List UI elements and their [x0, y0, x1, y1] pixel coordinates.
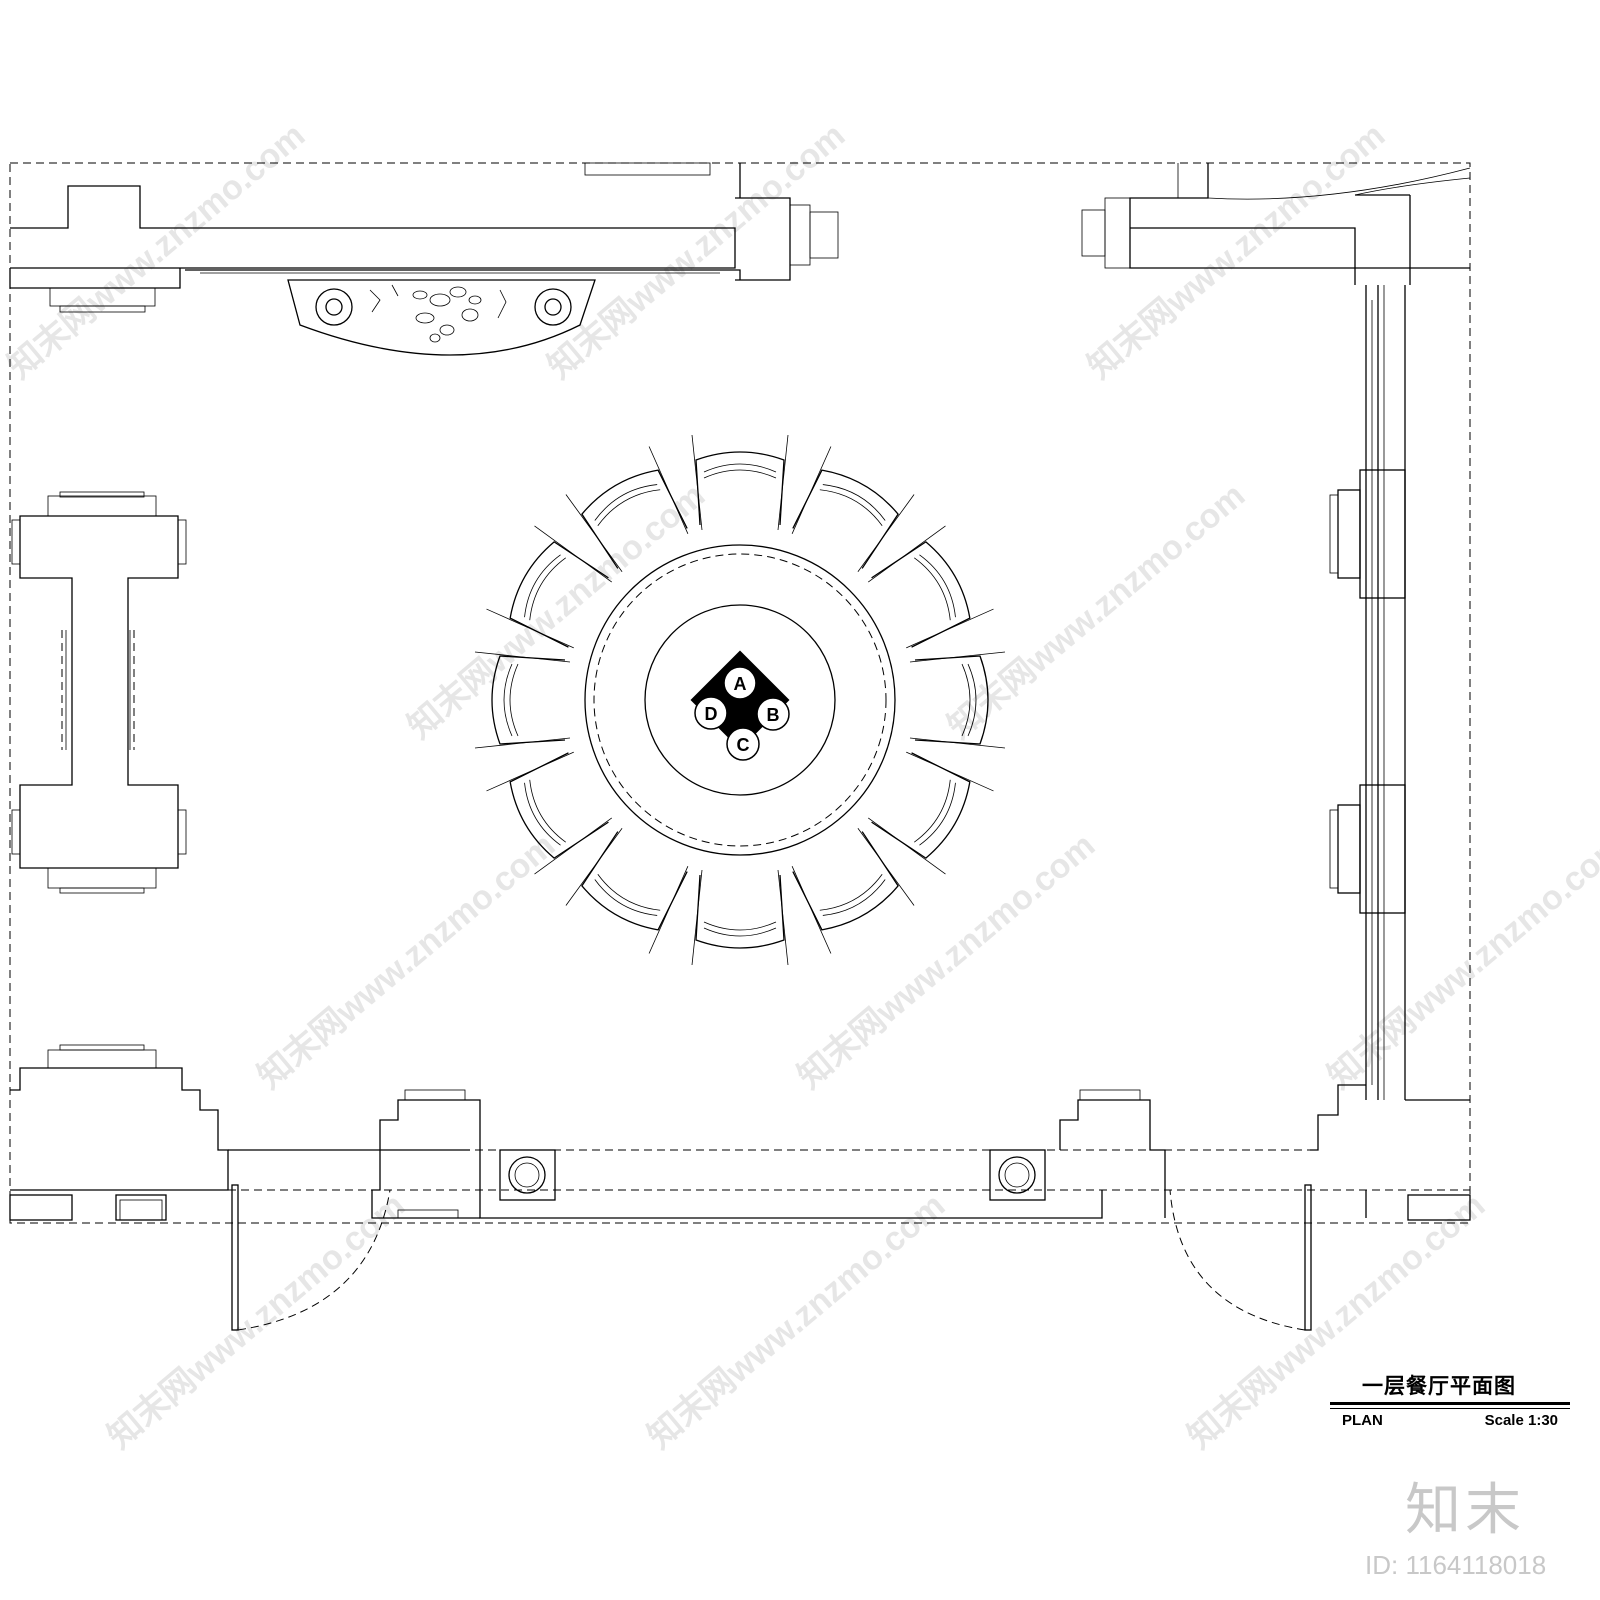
- watermark-text: 知末网www.znzmo.com: [791, 826, 1102, 1096]
- bottom-wall: [9, 1044, 1471, 1331]
- table-top: [584, 544, 896, 856]
- dining-chair: [486, 525, 613, 649]
- dining-chair: [791, 827, 915, 954]
- dining-chair: [909, 651, 1006, 749]
- left-sideboard: [11, 491, 187, 894]
- drawing-title: 一层餐厅平面图: [1362, 1375, 1516, 1398]
- watermark-id: ID: 1164118018: [1365, 1550, 1547, 1580]
- dining-chair: [867, 751, 994, 875]
- right-wall: [1329, 285, 1470, 1101]
- zone-a-circle: [723, 666, 757, 700]
- watermark-text: 知末网www.znzmo.com: [1, 116, 312, 386]
- dining-chair: [474, 651, 571, 749]
- watermark-text: 知末网www.znzmo.com: [541, 116, 852, 386]
- plan-label: PLAN: [1342, 1412, 1383, 1429]
- dining-chair: [691, 869, 789, 966]
- zone-d-label: D: [705, 704, 718, 724]
- dining-chair: [565, 446, 689, 573]
- zone-c-circle: [726, 727, 760, 761]
- watermark-text: 知末网www.znzmo.com: [1321, 826, 1600, 1096]
- zone-d-circle: [694, 696, 728, 730]
- watermark-text: 知末网www.znzmo.com: [1081, 116, 1392, 386]
- chairs: [474, 434, 1006, 966]
- top-right-wall: [1081, 163, 1471, 285]
- watermark-text: 知末网www.znzmo.com: [251, 826, 562, 1096]
- zone-c-label: C: [737, 735, 750, 755]
- lazy-susan: [644, 604, 836, 796]
- dining-chair: [486, 751, 613, 875]
- title-rule-thin: [1330, 1408, 1570, 1409]
- title-rule-thick: [1330, 1402, 1570, 1405]
- table-edge: [593, 553, 887, 847]
- flower-arrangement: [369, 284, 507, 343]
- dining-chair: [565, 827, 689, 954]
- top-console: [287, 279, 596, 356]
- scale-label: Scale 1:30: [1484, 1412, 1558, 1429]
- round-dining-table: A B C D: [474, 434, 1006, 966]
- zone-a-label: A: [734, 674, 747, 694]
- zone-b-circle: [756, 697, 790, 731]
- watermark-text: 知末网www.znzmo.com: [641, 1186, 952, 1456]
- watermark-text: 知末网www.znzmo.com: [1181, 1186, 1492, 1456]
- watermark-text: 知末网www.znzmo.com: [101, 1186, 412, 1456]
- dining-chair: [791, 446, 915, 573]
- zone-b-label: B: [767, 705, 780, 725]
- top-wall: [9, 162, 839, 313]
- dining-chair: [867, 525, 994, 649]
- dining-chair: [691, 434, 789, 531]
- watermark-text: 知末网www.znzmo.com: [401, 476, 712, 746]
- watermark-brand: 知末: [1405, 1478, 1525, 1541]
